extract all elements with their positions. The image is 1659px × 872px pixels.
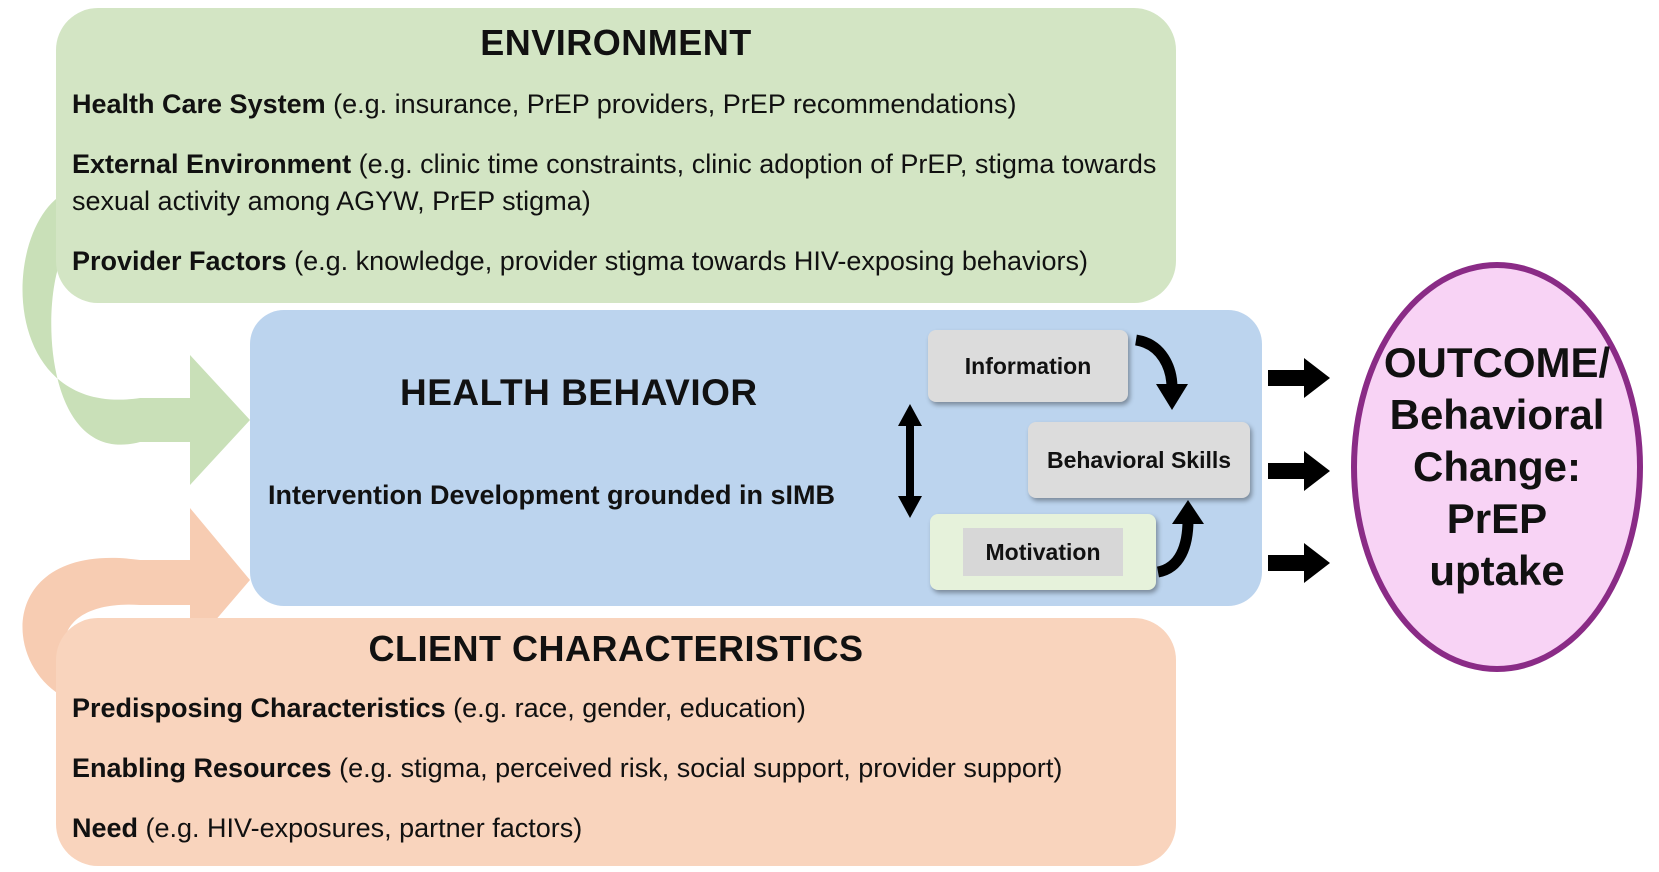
imb-behavioral-skills-box: Behavioral Skills [1028, 422, 1250, 498]
outcome-arrow-middle [1268, 451, 1330, 491]
outcome-arrow-top [1268, 358, 1330, 398]
client-item-need: Need (e.g. HIV-exposures, partner factor… [72, 813, 583, 843]
imb-behavioral-skills-label: Behavioral Skills [1046, 446, 1232, 473]
motivation-to-skills-arrow [1156, 519, 1194, 578]
imb-motivation-box: Motivation [930, 514, 1156, 590]
client-characteristics-box: CLIENT CHARACTERISTICS Predisposing Char… [56, 618, 1176, 866]
motivation-to-skills-arrowhead [1172, 500, 1204, 524]
outcome-line-1: OUTCOME/ [1383, 339, 1611, 386]
client-title: CLIENT CHARACTERISTICS [368, 628, 864, 669]
imb-arrows-layer [898, 334, 1204, 578]
client-item-predisposing: Predisposing Characteristics (e.g. race,… [72, 693, 806, 723]
outcome-line-4: PrEP [1446, 495, 1548, 542]
outcome-ellipse: OUTCOME/ Behavioral Change: PrEP uptake [1351, 262, 1643, 672]
outcome-line-5: uptake [1429, 547, 1565, 594]
environment-box: ENVIRONMENT Health Care System (e.g. ins… [56, 8, 1176, 303]
imb-motivation-label: Motivation [985, 538, 1101, 565]
outcome-line-3: Change: [1413, 443, 1581, 490]
health-behavior-box: HEALTH BEHAVIOR Intervention Development… [250, 310, 1262, 606]
environment-curved-arrow [22, 190, 250, 485]
client-curved-arrow [22, 508, 250, 700]
health-behavior-subtitle: Intervention Development grounded in sIM… [268, 480, 836, 510]
environment-item-health-care-system: Health Care System (e.g. insurance, PrEP… [72, 89, 1017, 119]
outcome-line-2: Behavioral [1389, 391, 1605, 438]
environment-item-external-environment: External Environment (e.g. clinic time c… [72, 149, 1157, 216]
environment-item-provider-factors: Provider Factors (e.g. knowledge, provid… [72, 246, 1088, 276]
imb-information-label: Information [964, 352, 1092, 379]
outcome-arrow-bottom [1268, 543, 1330, 583]
imb-information-box: Information [928, 330, 1128, 402]
info-to-skills-arrow [1134, 334, 1178, 389]
info-to-skills-arrowhead [1156, 384, 1188, 410]
info-motivation-double-arrow [898, 404, 922, 518]
imb-motivation-inner: Motivation [963, 528, 1123, 576]
environment-title: ENVIRONMENT [480, 22, 752, 63]
health-behavior-title: HEALTH BEHAVIOR [400, 372, 758, 413]
client-item-enabling: Enabling Resources (e.g. stigma, perceiv… [72, 753, 1063, 783]
